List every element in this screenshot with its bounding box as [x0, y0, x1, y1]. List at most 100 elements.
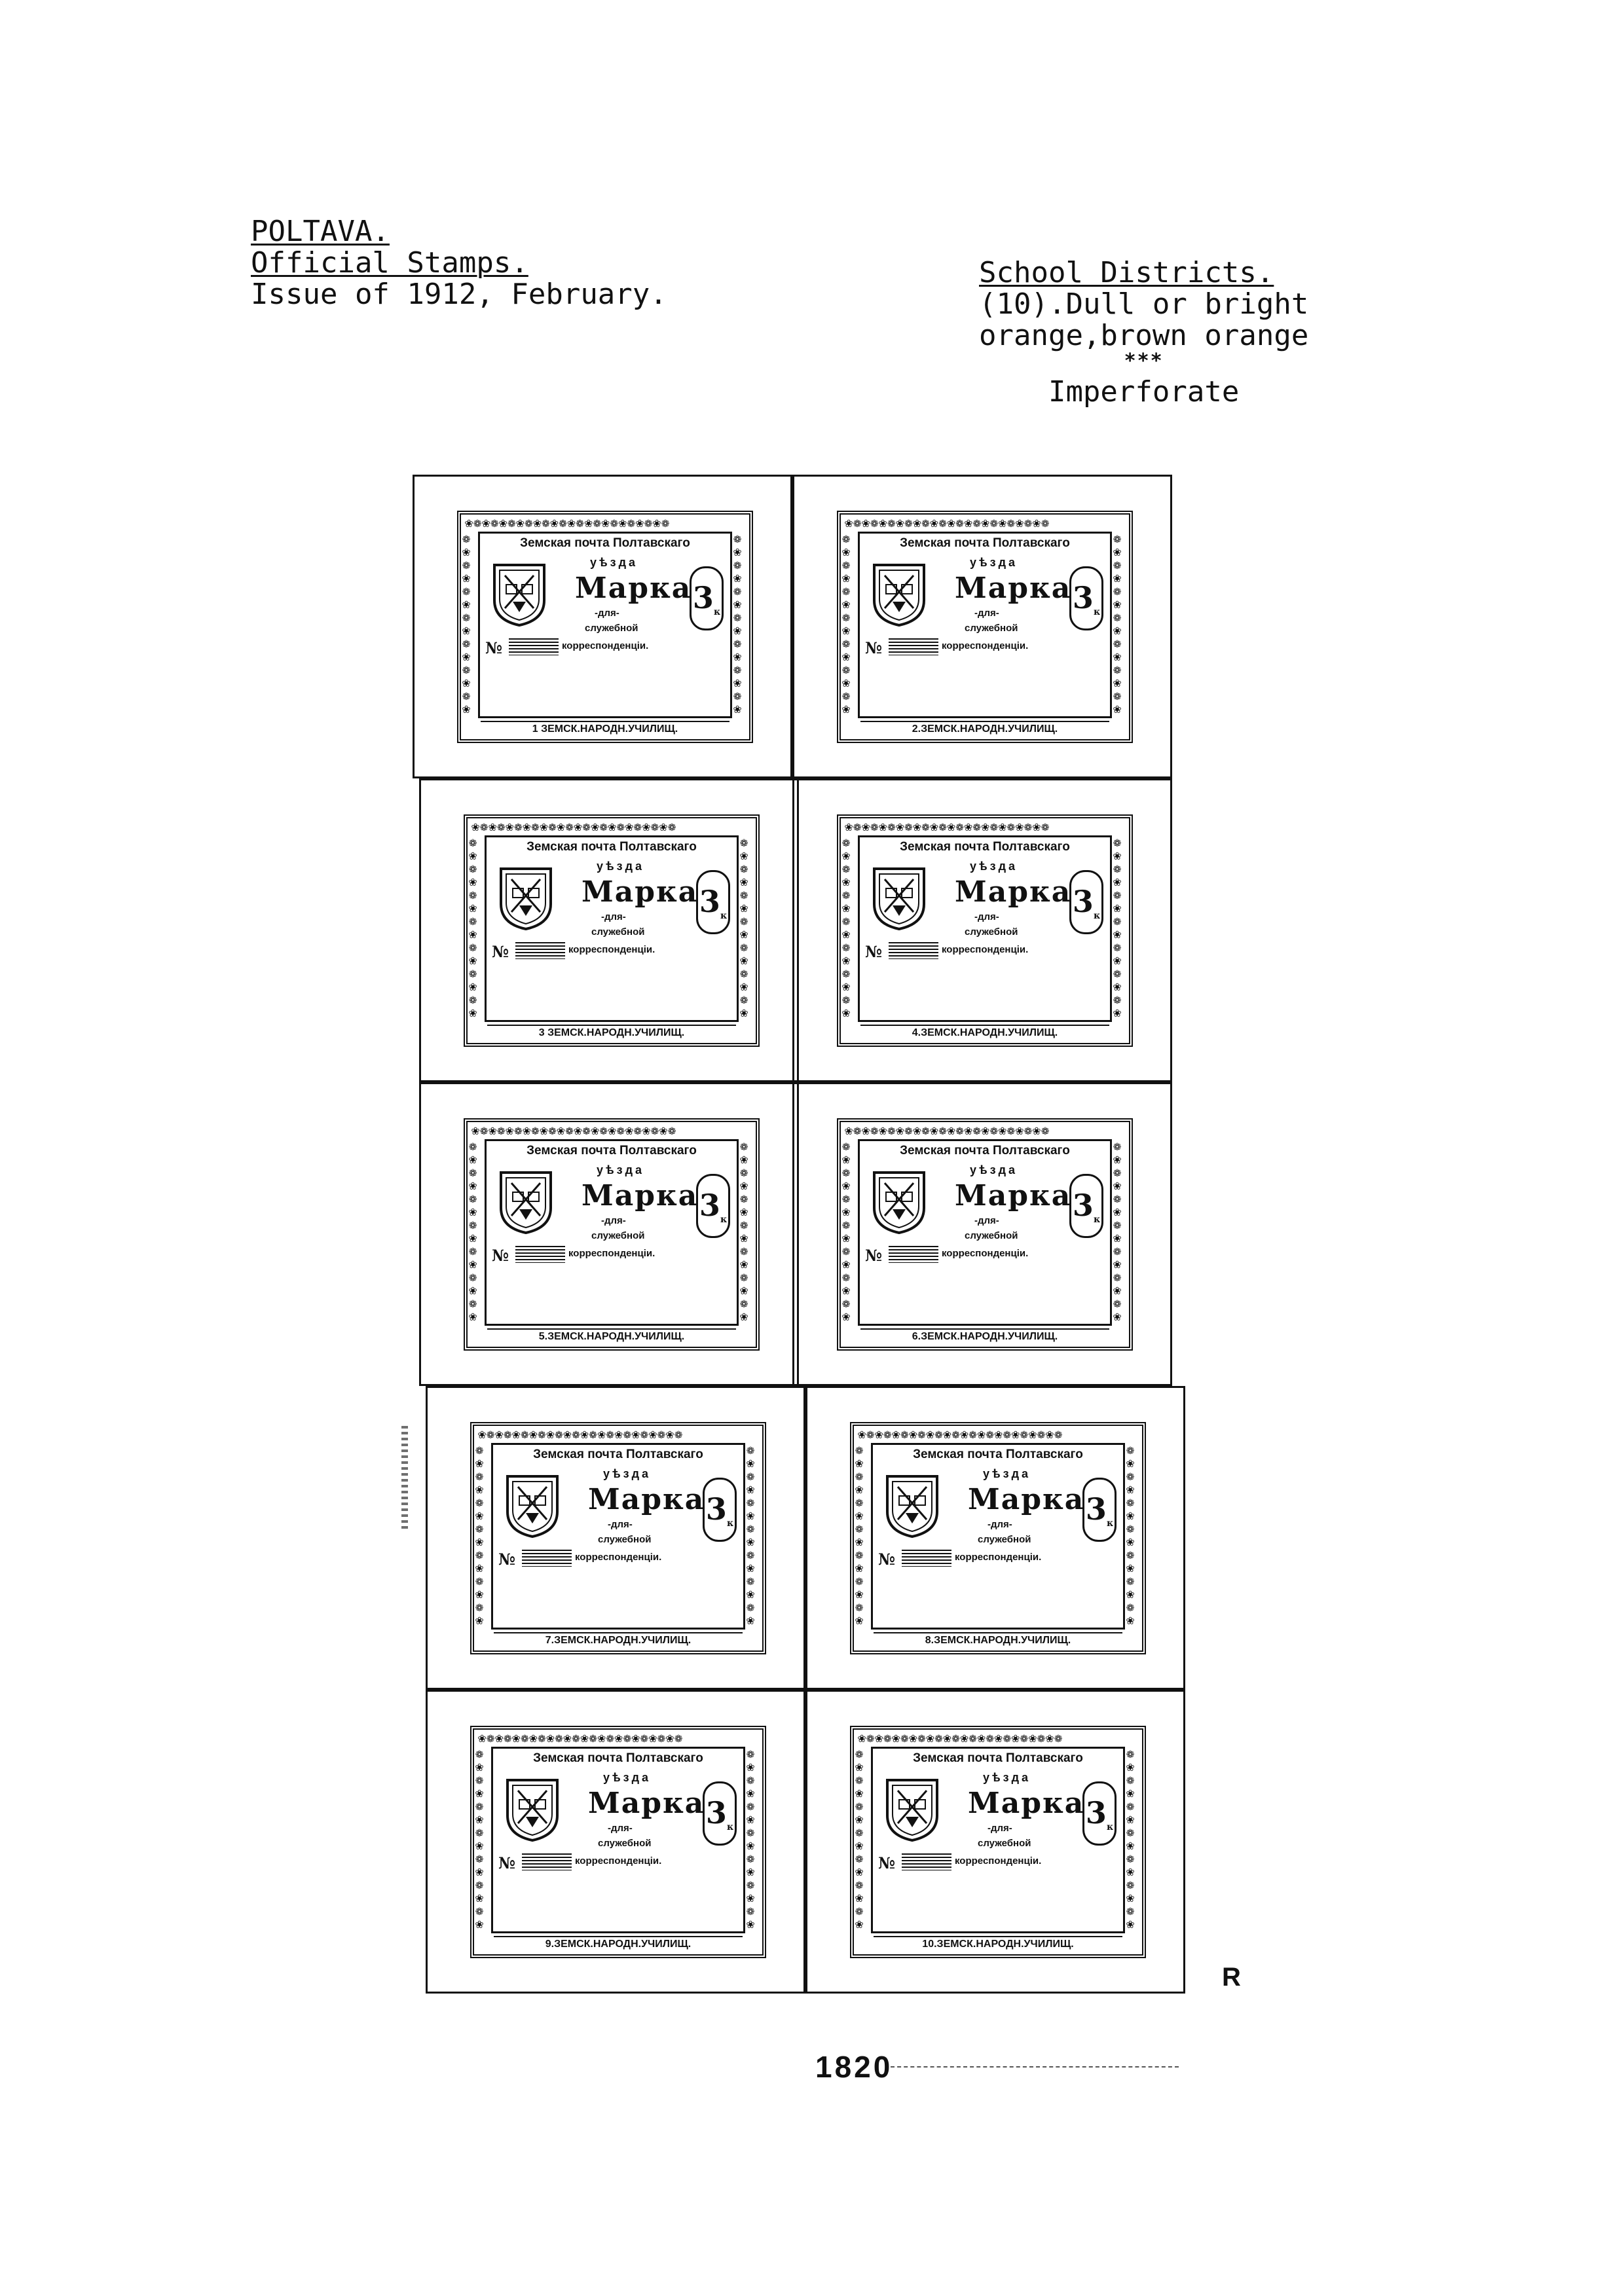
stamp-cell-5: ❀❁❀❁❀❁❀❁❀❁❀❁❀❁❀❁❀❁❀❁❀❁❀❁ ❁❀❁❀❁❀❁❀❁❀❁❀❁❀ …: [419, 1082, 799, 1386]
stamp-inner-frame: Земская почта Полтавскаго уѣзда Марка -д…: [871, 1747, 1125, 1933]
stamp-value-oval: 3к: [690, 566, 724, 630]
stamp-cell-4: ❀❁❀❁❀❁❀❁❀❁❀❁❀❁❀❁❀❁❀❁❀❁❀❁ ❁❀❁❀❁❀❁❀❁❀❁❀❁❀ …: [792, 778, 1172, 1082]
coat-of-arms-icon: [886, 1475, 938, 1538]
ornament-border-top: ❀❁❀❁❀❁❀❁❀❁❀❁❀❁❀❁❀❁❀❁❀❁❀❁: [858, 1731, 1063, 1745]
stamp-number-lines: [902, 1550, 951, 1567]
stamp-line-sluzhebnoy: служебной: [965, 1230, 1018, 1241]
stamp-number-lines: [902, 1853, 951, 1870]
stamp-line-sluzhebnoy: служебной: [585, 623, 638, 634]
stamp-value-oval: 3к: [1082, 1478, 1116, 1542]
stamp-caption: 3 ЗЕМСК.НАРОДН.УЧИЛИЩ.: [487, 1025, 736, 1040]
stamp-caption: 9.ЗЕМСК.НАРОДН.УЧИЛИЩ.: [494, 1936, 743, 1952]
ornament-border-left: ❁❀❁❀❁❀❁❀❁❀❁❀❁❀: [469, 1139, 477, 1324]
stamp-caption: 7.ЗЕМСК.НАРОДН.УЧИЛИЩ.: [494, 1632, 743, 1648]
ornament-border-left: ❁❀❁❀❁❀❁❀❁❀❁❀❁❀: [462, 532, 471, 716]
stamp: ❀❁❀❁❀❁❀❁❀❁❀❁❀❁❀❁❀❁❀❁❀❁❀❁ ❁❀❁❀❁❀❁❀❁❀❁❀❁❀ …: [837, 511, 1133, 743]
stamp-cell-9: ❀❁❀❁❀❁❀❁❀❁❀❁❀❁❀❁❀❁❀❁❀❁❀❁ ❁❀❁❀❁❀❁❀❁❀❁❀❁❀ …: [426, 1690, 805, 1994]
ornament-border-left: ❁❀❁❀❁❀❁❀❁❀❁❀❁❀: [855, 1443, 864, 1628]
stamp-line-uezda: уѣзда: [983, 1467, 1031, 1480]
coat-of-arms-icon: [886, 1779, 938, 1842]
ornament-border-top: ❀❁❀❁❀❁❀❁❀❁❀❁❀❁❀❁❀❁❀❁❀❁❀❁: [478, 1427, 683, 1442]
stamp-value: 3: [699, 1188, 720, 1223]
stamp: ❀❁❀❁❀❁❀❁❀❁❀❁❀❁❀❁❀❁❀❁❀❁❀❁ ❁❀❁❀❁❀❁❀❁❀❁❀❁❀ …: [850, 1422, 1146, 1654]
stamp-number-sign: №: [492, 942, 509, 961]
stamp-value: 3: [1072, 884, 1094, 919]
stamp-cell-7: ❀❁❀❁❀❁❀❁❀❁❀❁❀❁❀❁❀❁❀❁❀❁❀❁ ❁❀❁❀❁❀❁❀❁❀❁❀❁❀ …: [426, 1386, 805, 1690]
issue-date: Issue of 1912, February.: [251, 278, 667, 311]
ornament-border-right: ❁❀❁❀❁❀❁❀❁❀❁❀❁❀: [1126, 1443, 1135, 1628]
stamp-caption: 2.ЗЕМСК.НАРОДН.УЧИЛИЩ.: [860, 721, 1109, 737]
ornament-border-top: ❀❁❀❁❀❁❀❁❀❁❀❁❀❁❀❁❀❁❀❁❀❁❀❁: [478, 1731, 683, 1745]
stamp-number-sign: №: [498, 1853, 516, 1872]
stamp-line-zemskaya: Земская почта Полтавскаго: [913, 1448, 1083, 1461]
stamp-line-dlya: -для-: [987, 1823, 1012, 1834]
stamp-value-unit: к: [726, 1822, 734, 1833]
ornament-border-top: ❀❁❀❁❀❁❀❁❀❁❀❁❀❁❀❁❀❁❀❁❀❁❀❁: [845, 516, 1050, 530]
stamp-value-unit: к: [1106, 1822, 1114, 1833]
stamp-line-uezda: уѣзда: [970, 860, 1018, 873]
stamp-number-lines: [515, 942, 565, 959]
stamp-line-uezda: уѣзда: [970, 1163, 1018, 1176]
stamp-value-unit: к: [1106, 1518, 1114, 1529]
colour-line-1: (10).Dull or bright: [979, 287, 1309, 321]
stamp-line-sluzhebnoy: служебной: [965, 623, 1018, 634]
stamp-inner-frame: Земская почта Полтавскаго уѣзда Марка -д…: [858, 532, 1112, 718]
stamp-value-oval: 3к: [1069, 1174, 1103, 1238]
stamp-value-oval: 3к: [703, 1781, 737, 1846]
stamp-line-korrespondentsii: корреспонденціи.: [575, 1855, 662, 1867]
stamp-value-unit: к: [1093, 911, 1101, 922]
stamp-inner-frame: Земская почта Полтавскаго уѣзда Марка -д…: [858, 1139, 1112, 1326]
stamp-line-zemskaya: Земская почта Полтавскаго: [913, 1751, 1083, 1765]
ornament-border-right: ❁❀❁❀❁❀❁❀❁❀❁❀❁❀: [1113, 532, 1122, 716]
coat-of-arms-icon: [873, 564, 925, 627]
stamp-value: 3: [1072, 1188, 1094, 1223]
stamp-word-marka: Марка: [955, 572, 1072, 605]
stamp-line-dlya: -для-: [601, 1215, 626, 1226]
ornament-border-left: ❁❀❁❀❁❀❁❀❁❀❁❀❁❀: [475, 1443, 484, 1628]
ornament-border-top: ❀❁❀❁❀❁❀❁❀❁❀❁❀❁❀❁❀❁❀❁❀❁❀❁: [845, 1123, 1050, 1138]
coat-of-arms-icon: [506, 1475, 559, 1538]
stamp-line-korrespondentsii: корреспонденціи.: [568, 1248, 655, 1259]
stamp-number-lines: [889, 1246, 938, 1263]
stamp-value-unit: к: [720, 911, 728, 922]
stamp-line-korrespondentsii: корреспонденціи.: [942, 1248, 1029, 1259]
stamp-cell-3: ❀❁❀❁❀❁❀❁❀❁❀❁❀❁❀❁❀❁❀❁❀❁❀❁ ❁❀❁❀❁❀❁❀❁❀❁❀❁❀ …: [419, 778, 799, 1082]
stamp: ❀❁❀❁❀❁❀❁❀❁❀❁❀❁❀❁❀❁❀❁❀❁❀❁ ❁❀❁❀❁❀❁❀❁❀❁❀❁❀ …: [837, 1118, 1133, 1351]
stamp-number-lines: [522, 1550, 572, 1567]
stamp-line-korrespondentsii: корреспонденціи.: [942, 640, 1029, 651]
stamp-line-uezda: уѣзда: [597, 1163, 645, 1176]
stamp-number-sign: №: [498, 1550, 516, 1569]
perforation-note: Imperforate: [1048, 375, 1240, 409]
reference-mark: R: [1222, 1963, 1241, 1992]
stamp-word-marka: Марка: [588, 1787, 705, 1820]
stamp-line-dlya: -для-: [974, 608, 999, 619]
stamp-number-sign: №: [492, 1246, 509, 1265]
margin-mark: [401, 1426, 408, 1531]
stamp-word-marka: Марка: [588, 1483, 705, 1516]
stamp-inner-frame: Земская почта Полтавскаго уѣзда Марка -д…: [485, 1139, 739, 1326]
stamp-number-sign: №: [865, 1246, 883, 1265]
stamp-value-oval: 3к: [1082, 1781, 1116, 1846]
ornament-border-left: ❁❀❁❀❁❀❁❀❁❀❁❀❁❀: [842, 1139, 851, 1324]
stamp-line-uezda: уѣзда: [603, 1771, 652, 1784]
page-number: 1820: [815, 2050, 893, 2084]
stamp-inner-frame: Земская почта Полтавскаго уѣзда Марка -д…: [491, 1747, 745, 1933]
stamp-sheet: ❀❁❀❁❀❁❀❁❀❁❀❁❀❁❀❁❀❁❀❁❀❁❀❁ ❁❀❁❀❁❀❁❀❁❀❁❀❁❀ …: [413, 475, 1185, 1994]
stamp: ❀❁❀❁❀❁❀❁❀❁❀❁❀❁❀❁❀❁❀❁❀❁❀❁ ❁❀❁❀❁❀❁❀❁❀❁❀❁❀ …: [837, 814, 1133, 1047]
ornament-border-left: ❁❀❁❀❁❀❁❀❁❀❁❀❁❀: [469, 835, 477, 1020]
stamp-value-unit: к: [726, 1518, 734, 1529]
dashed-rule: [891, 2066, 1179, 2068]
stamp-number-lines: [509, 638, 559, 655]
stamp-caption: 5.ЗЕМСК.НАРОДН.УЧИЛИЩ.: [487, 1328, 736, 1344]
stamp-word-marka: Марка: [968, 1787, 1085, 1820]
stamp-line-korrespondentsii: корреспонденціи.: [955, 1552, 1042, 1563]
stamp-line-zemskaya: Земская почта Полтавскаго: [526, 1144, 697, 1157]
stamp-value: 3: [699, 884, 720, 919]
stamp-line-sluzhebnoy: служебной: [978, 1838, 1031, 1849]
stamp-caption: 10.ЗЕМСК.НАРОДН.УЧИЛИЩ.: [874, 1936, 1122, 1952]
ornament-border-top: ❀❁❀❁❀❁❀❁❀❁❀❁❀❁❀❁❀❁❀❁❀❁❀❁: [858, 1427, 1063, 1442]
stamp-value: 3: [1085, 1491, 1107, 1527]
stamp-caption: 6.ЗЕМСК.НАРОДН.УЧИЛИЩ.: [860, 1328, 1109, 1344]
stamp-cell-1: ❀❁❀❁❀❁❀❁❀❁❀❁❀❁❀❁❀❁❀❁❀❁❀❁ ❁❀❁❀❁❀❁❀❁❀❁❀❁❀ …: [413, 475, 792, 778]
stamp-word-marka: Марка: [968, 1483, 1085, 1516]
